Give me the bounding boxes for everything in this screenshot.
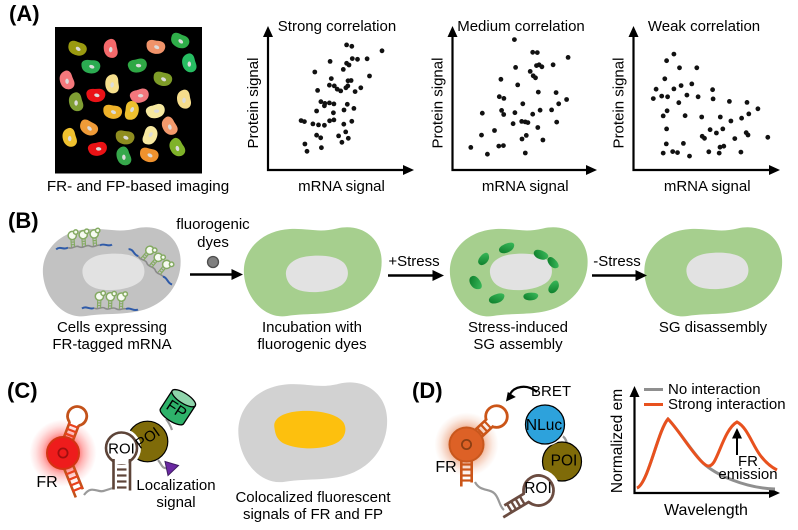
svg-text:signals of FR and FP: signals of FR and FP — [243, 506, 383, 523]
svg-text:fluorogenic: fluorogenic — [176, 216, 250, 233]
svg-text:FR: FR — [738, 453, 758, 470]
svg-text:ROI: ROI — [524, 480, 552, 497]
svg-text:-Stress: -Stress — [593, 253, 641, 270]
svg-text:Normalized em: Normalized em — [609, 389, 626, 493]
svg-text:Colocalized fluorescent: Colocalized fluorescent — [235, 489, 391, 506]
svg-text:Strong correlation: Strong correlation — [278, 18, 396, 35]
svg-text:Weak correlation: Weak correlation — [648, 18, 760, 35]
svg-text:Incubation with: Incubation with — [262, 319, 362, 336]
svg-text:Medium correlation: Medium correlation — [457, 18, 585, 35]
svg-text:mRNA signal: mRNA signal — [664, 178, 751, 195]
svg-text:FR: FR — [36, 474, 57, 491]
svg-text:BRET: BRET — [531, 383, 571, 400]
svg-text:POI: POI — [551, 453, 578, 470]
svg-text:signal: signal — [156, 494, 195, 511]
svg-text:ROI: ROI — [108, 441, 135, 458]
svg-text:Localization: Localization — [136, 477, 215, 494]
svg-text:FR-tagged mRNA: FR-tagged mRNA — [52, 336, 171, 353]
svg-text:dyes: dyes — [197, 234, 229, 251]
svg-text:SG disassembly: SG disassembly — [659, 319, 768, 336]
svg-text:NLuc: NLuc — [526, 417, 562, 434]
svg-text:mRNA signal: mRNA signal — [298, 178, 385, 195]
svg-text:Stress-induced: Stress-induced — [468, 319, 568, 336]
svg-text:(A): (A) — [9, 1, 40, 26]
svg-text:emission: emission — [718, 466, 777, 483]
svg-text:Protein signal: Protein signal — [611, 58, 628, 149]
svg-text:fluorogenic dyes: fluorogenic dyes — [257, 336, 366, 353]
svg-text:SG assembly: SG assembly — [473, 336, 563, 353]
svg-text:mRNA signal: mRNA signal — [482, 178, 569, 195]
svg-text:(D): (D) — [412, 378, 443, 403]
svg-text:Protein signal: Protein signal — [245, 58, 262, 149]
svg-text:Wavelength: Wavelength — [664, 502, 748, 519]
svg-text:Protein signal: Protein signal — [430, 58, 447, 149]
svg-text:(C): (C) — [7, 378, 38, 403]
svg-text:FR: FR — [435, 459, 456, 476]
svg-text:+Stress: +Stress — [388, 253, 439, 270]
svg-text:Strong interaction: Strong interaction — [668, 396, 786, 413]
svg-text:(B): (B) — [8, 208, 39, 233]
svg-text:Cells expressing: Cells expressing — [57, 319, 167, 336]
svg-text:FR- and FP-based imaging: FR- and FP-based imaging — [47, 178, 229, 195]
svg-text:No interaction: No interaction — [668, 381, 761, 398]
